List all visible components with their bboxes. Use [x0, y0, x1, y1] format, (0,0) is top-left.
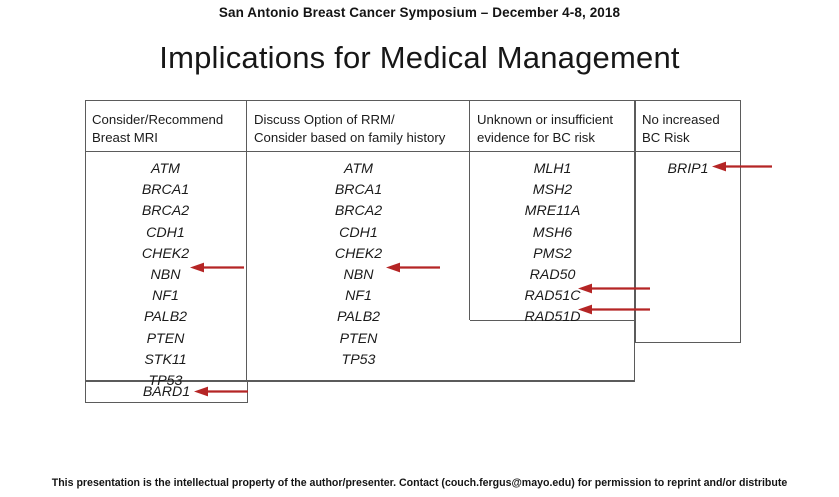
gene-item: NF1 — [345, 288, 372, 305]
arrow-annotation-brip1 — [712, 161, 772, 172]
gene-list-column-1: ATM BRCA1 BRCA2 CDH1 CHEK2 NBN NF1 PALB2… — [85, 159, 246, 392]
header-separator-col-4 — [635, 151, 741, 153]
gene-item: BRCA2 — [334, 203, 383, 220]
column-4-outline — [635, 100, 741, 343]
gene-item: STK11 — [144, 351, 187, 368]
bard1-gene-cell: BARD1 — [142, 384, 191, 400]
gene-item: RAD50 — [529, 266, 576, 283]
arrow-annotation-rad51c — [578, 283, 650, 294]
gene-item: PALB2 — [336, 309, 381, 326]
gene-item: BRCA1 — [334, 182, 383, 199]
gene-item: CHEK2 — [334, 245, 383, 262]
conference-header: San Antonio Breast Cancer Symposium – De… — [218, 5, 621, 20]
column-3-bottom-rule — [470, 320, 635, 322]
header-separator-cols-1-3 — [85, 151, 635, 153]
gene-item: ATM — [344, 161, 373, 177]
arrow-annotation-rad51d — [578, 304, 650, 315]
gene-item: TP53 — [148, 372, 183, 389]
gene-item: BRCA2 — [141, 203, 190, 220]
column-2-bottom-rule — [248, 381, 635, 383]
gene-item: CHEK2 — [141, 245, 190, 262]
column-header-discuss-option-rrm: Discuss Option of RRM/ Consider based on… — [254, 112, 446, 145]
arrow-annotation-bard1 — [194, 386, 248, 397]
footer-copyright-notice: This presentation is the intellectual pr… — [51, 477, 788, 489]
gene-item-highlighted: BRIP1 — [667, 161, 709, 177]
page-title: Implications for Medical Management — [159, 40, 680, 75]
column-header-unknown-insufficient-evidence: Unknown or insufficient evidence for BC … — [477, 112, 614, 145]
arrow-annotation-nbn-col1 — [190, 262, 244, 273]
gene-list-column-2: ATM BRCA1 BRCA2 CDH1 CHEK2 NBN NF1 PALB2… — [248, 159, 469, 371]
gene-item-highlighted: RAD51C — [524, 288, 581, 305]
gene-item: PALB2 — [143, 309, 188, 326]
gene-item: CDH1 — [339, 224, 378, 241]
divider-col2-col3 — [469, 100, 471, 320]
gene-item: BRCA1 — [141, 182, 190, 199]
column-header-no-increased-bc-risk: No increased BC Risk — [642, 112, 720, 145]
gene-item: PTEN — [339, 330, 378, 347]
gene-item: MRE11A — [524, 203, 581, 220]
gene-item: MSH6 — [532, 224, 573, 241]
gene-item: NF1 — [152, 288, 179, 305]
gene-item: MSH2 — [532, 182, 573, 199]
arrow-annotation-nbn-col2 — [386, 262, 440, 273]
gene-item-highlighted: NBN — [343, 266, 374, 283]
gene-list-column-3: MLH1 MSH2 MRE11A MSH6 PMS2 RAD50 RAD51C … — [471, 159, 634, 329]
divider-col1-col2 — [246, 100, 248, 381]
gene-item: CDH1 — [146, 224, 185, 241]
gene-item-highlighted: RAD51D — [524, 309, 581, 326]
gene-item: ATM — [151, 161, 180, 177]
gene-item: MLH1 — [533, 161, 572, 177]
column-header-consider-recommend-breast-mri: Consider/Recommend Breast MRI — [92, 112, 224, 145]
gene-item: PTEN — [146, 330, 185, 347]
divider-col3-col4 — [634, 100, 636, 381]
gene-list-column-4: BRIP1 — [636, 159, 740, 180]
gene-item: TP53 — [341, 351, 376, 368]
gene-item: PMS2 — [533, 245, 572, 262]
gene-item-highlighted: NBN — [150, 266, 181, 283]
